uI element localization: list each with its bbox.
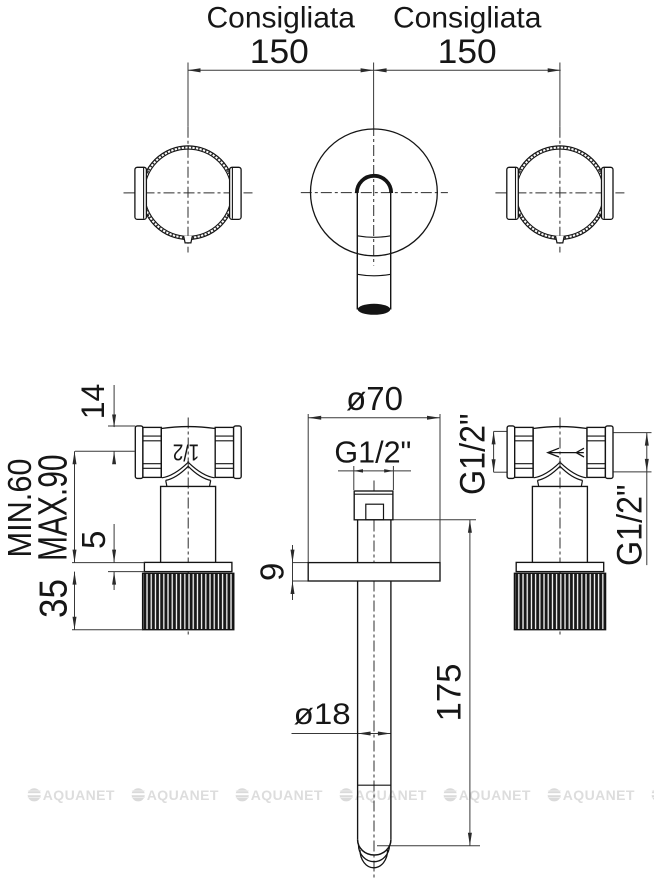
svg-text:ø18: ø18 [294, 698, 351, 731]
svg-text:G1/2": G1/2" [453, 414, 493, 496]
svg-text:G1/2": G1/2" [334, 435, 411, 470]
svg-text:Consigliata: Consigliata [206, 2, 355, 35]
svg-text:5: 5 [75, 531, 112, 549]
svg-text:14: 14 [75, 384, 111, 420]
svg-text:9: 9 [254, 563, 291, 581]
svg-text:1/2: 1/2 [173, 440, 200, 466]
svg-text:ø70: ø70 [346, 380, 403, 417]
svg-text:MIN.60: MIN.60 [1, 459, 38, 558]
svg-text:175: 175 [431, 664, 469, 722]
svg-text:150: 150 [250, 33, 309, 71]
svg-text:35: 35 [32, 579, 75, 618]
svg-text:G1/2": G1/2" [610, 485, 650, 567]
svg-text:MAX.90: MAX.90 [30, 455, 76, 562]
svg-text:150: 150 [438, 33, 497, 71]
svg-text:Consigliata: Consigliata [393, 2, 542, 35]
